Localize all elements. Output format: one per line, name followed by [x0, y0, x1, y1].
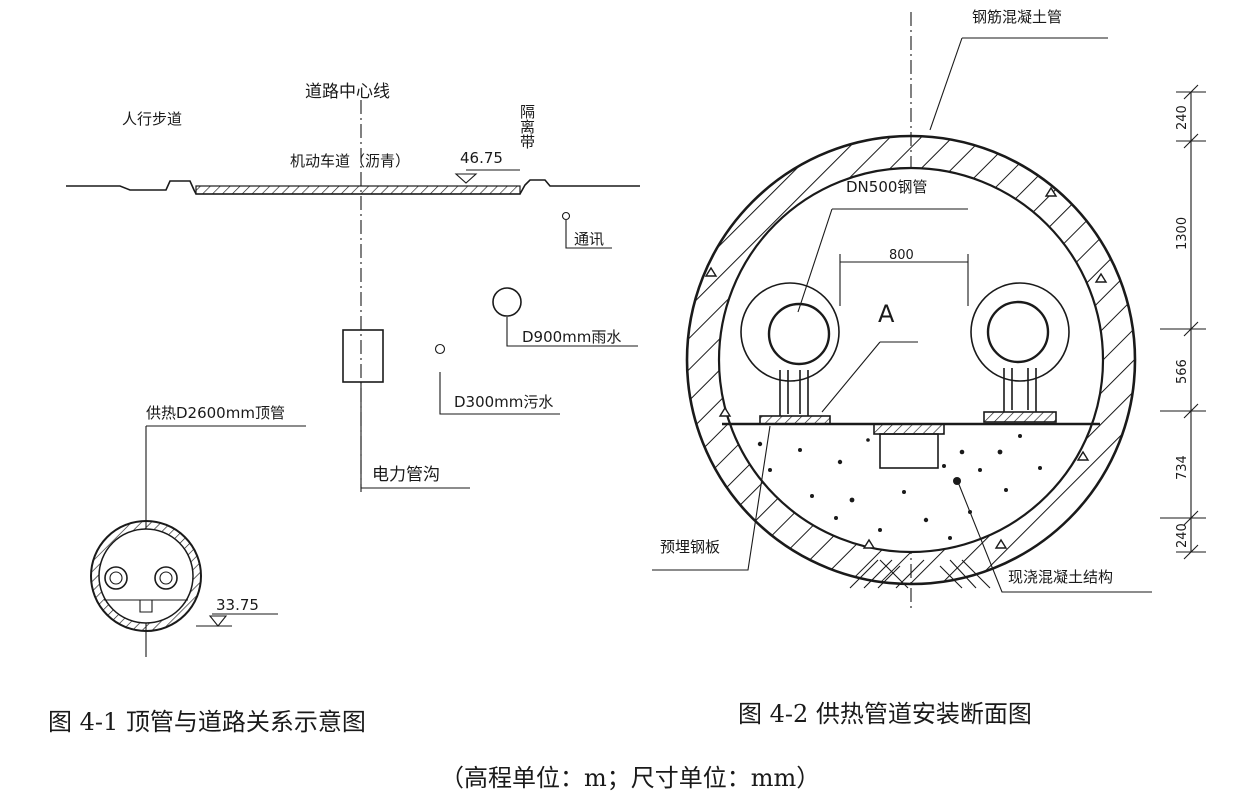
sidewalk-label: 人行步道 — [122, 110, 182, 128]
dim-1300: 1300 — [1175, 217, 1190, 250]
asphalt-layer — [195, 185, 521, 195]
embedded-plate-right — [983, 411, 1057, 423]
heating-pipe-inner — [98, 528, 194, 624]
small-base-line — [104, 599, 188, 613]
outer-pipe-label: 钢筋混凝土管 — [972, 8, 1062, 26]
small-steel-pipe-left — [104, 566, 128, 590]
embedded-plate-left — [759, 415, 831, 425]
telecom-leader — [565, 220, 612, 249]
concrete-pipe-inner — [717, 166, 1105, 554]
units-note: （高程单位：m；尺寸单位：mm） — [440, 764, 820, 792]
rain-pipe-leader — [506, 317, 638, 347]
median-label: 隔离带 — [518, 104, 536, 149]
drain-box — [879, 433, 939, 469]
pipe-elevation-label: 33.75 — [216, 596, 259, 614]
small-steel-pipe-left-inner — [109, 571, 123, 585]
section-mark-label: A — [878, 300, 895, 328]
telecom-pipe — [561, 211, 571, 221]
steel-pipe-label: DN500钢管 — [846, 178, 927, 196]
rain-pipe — [492, 287, 522, 317]
section-mark-leader — [821, 341, 881, 413]
motorway-label: 机动车道（沥青） — [290, 152, 410, 170]
road-surface-line — [66, 179, 640, 195]
figure-road-relation: 人行步道 道路中心线 机动车道（沥青） 46.75 隔离带 通讯 D900mm雨… — [66, 82, 640, 657]
steel-pipe-left-insulation — [740, 282, 840, 382]
embedded-plate-label: 预埋钢板 — [660, 538, 720, 556]
ground-hatch — [849, 559, 991, 589]
power-trench-box — [342, 329, 384, 383]
sewage-pipe-label: D300mm污水 — [454, 393, 553, 411]
small-steel-pipe-right-inner — [159, 571, 173, 585]
embedded-plate-leader — [652, 425, 771, 571]
power-trench-label: 电力管沟 — [372, 465, 440, 485]
dim-566: 566 — [1175, 359, 1190, 384]
power-trench-leader — [360, 382, 470, 489]
figure-heating-section: 800 A DN500钢管 钢筋混凝土管 预埋钢板 现浇混凝土结构 — [652, 8, 1206, 610]
small-steel-pipe-right — [154, 566, 178, 590]
sewage-pipe-leader — [439, 372, 560, 415]
dim-734: 734 — [1175, 455, 1190, 480]
outer-pipe-leader — [929, 37, 963, 131]
steel-pipe-right-insulation — [970, 282, 1070, 382]
dim-240-top: 240 — [1175, 105, 1190, 130]
road-elevation-label: 46.75 — [460, 149, 503, 167]
steel-pipe-left-support — [779, 370, 809, 416]
sewage-pipe — [434, 343, 446, 355]
steel-pipe-left — [767, 302, 831, 366]
cast-concrete-leader-dot — [953, 477, 961, 485]
steel-pipe-right — [986, 300, 1050, 364]
heating-pipe-label: 供热D2600mm顶管 — [146, 404, 285, 422]
pipe-elevation-marker-icon — [208, 615, 228, 627]
wall-aggregate-marks — [704, 186, 1108, 549]
telecom-label: 通讯 — [574, 230, 604, 248]
steel-pipe-leader — [797, 208, 833, 313]
centerline-label: 道路中心线 — [305, 82, 390, 102]
drain-top-plate — [873, 423, 945, 435]
cast-concrete-label: 现浇混凝土结构 — [1008, 568, 1113, 586]
caption-fig2: 图 4-2 供热管道安装断面图 — [738, 700, 1032, 728]
spacing-label: 800 — [889, 248, 914, 263]
steel-pipe-right-support — [1003, 368, 1037, 412]
dim-240-bottom: 240 — [1175, 523, 1190, 548]
concrete-aggregate — [757, 434, 1042, 540]
caption-fig1: 图 4-1 顶管与道路关系示意图 — [48, 708, 366, 736]
elevation-marker-icon — [454, 173, 478, 184]
cast-concrete-leader — [957, 481, 1152, 593]
rain-pipe-label: D900mm雨水 — [522, 328, 621, 346]
dimension-ticks — [1160, 84, 1206, 560]
